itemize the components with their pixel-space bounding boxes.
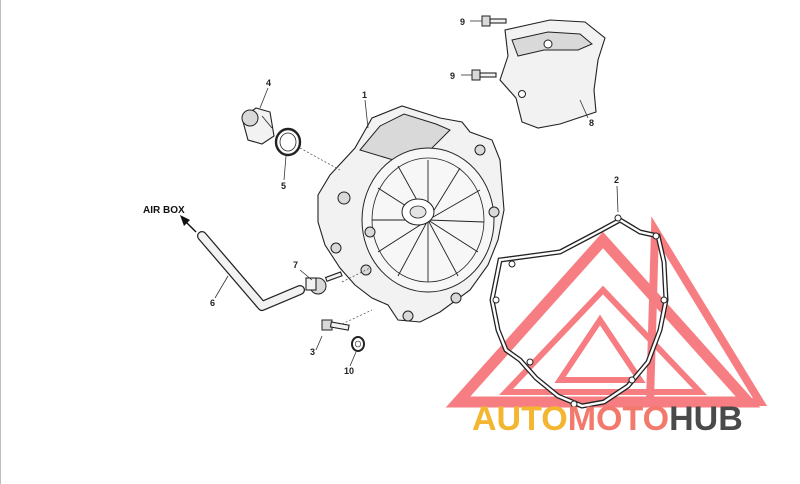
- callout-1: 1: [362, 90, 367, 100]
- callout-9-middle: 9: [450, 71, 455, 81]
- callout-8: 8: [589, 118, 594, 128]
- air-box-label: AIR BOX: [143, 205, 185, 216]
- left-border: [0, 0, 1, 484]
- callout-5: 5: [281, 181, 286, 191]
- callout-9-upper: 9: [460, 17, 465, 27]
- assembly-lines: [299, 147, 373, 325]
- watermark-moto: MOTO: [567, 400, 670, 438]
- callout-2: 2: [614, 175, 619, 185]
- leader-lines: [214, 20, 619, 367]
- clutch-cover-part: [317, 105, 505, 323]
- filler-plug-part: [241, 107, 275, 145]
- bolt-middle-part: [471, 69, 497, 81]
- watermark-logo-icon: [445, 216, 768, 408]
- watermark-wordmark: AUTOMOTOHUB: [472, 400, 743, 439]
- callout-10: 10: [344, 366, 354, 376]
- air-box-arrow-icon: [180, 215, 197, 233]
- gasket-part: [489, 214, 669, 409]
- bolt-upper-part: [481, 15, 507, 27]
- cover-ribs: [372, 160, 485, 282]
- callout-4: 4: [266, 78, 271, 88]
- guard-cover-part: [499, 19, 606, 129]
- watermark-auto: AUTO: [472, 400, 568, 438]
- hose-part: [197, 231, 305, 311]
- watermark-hub: HUB: [669, 400, 743, 438]
- bolt-lower-part: [321, 319, 350, 331]
- callout-7: 7: [293, 260, 298, 270]
- callout-3: 3: [310, 347, 315, 357]
- washer-part: [351, 336, 365, 352]
- o-ring-part: [274, 127, 302, 157]
- fitting-part: [305, 271, 343, 295]
- callout-6: 6: [210, 298, 215, 308]
